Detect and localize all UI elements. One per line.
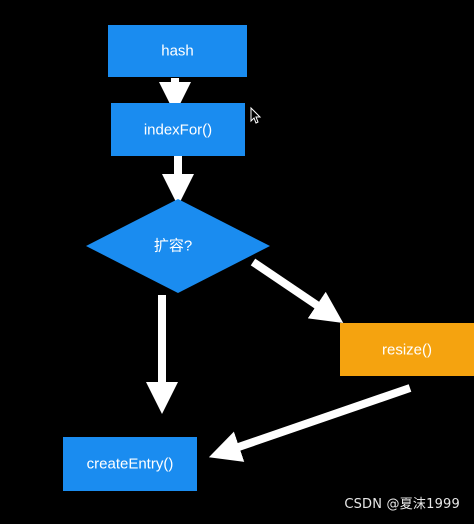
node-expand-decision-label: 扩容? [154,238,192,255]
node-createentry-label: createEntry() [87,456,174,473]
edge-decision-to-resize [250,258,344,323]
node-resize: resize() [340,323,474,376]
node-hash-label: hash [161,43,194,60]
node-createentry-box [63,437,197,491]
node-indexfor: indexFor() [111,103,245,156]
node-indexfor-label: indexFor() [144,122,212,139]
node-hash-box [108,25,247,77]
node-expand-decision: 扩容? [86,199,270,293]
edge-resize-to-createentry [208,384,412,462]
node-hash: hash [108,25,247,77]
edges [146,78,412,462]
node-indexfor-box [111,103,245,156]
mouse-pointer-icon [250,106,262,124]
node-resize-box [340,323,474,376]
watermark: CSDN @夏沫1999 [344,497,460,512]
node-resize-label: resize() [382,342,432,359]
node-expand-decision-diamond [86,199,270,293]
node-createentry: createEntry() [63,437,197,491]
